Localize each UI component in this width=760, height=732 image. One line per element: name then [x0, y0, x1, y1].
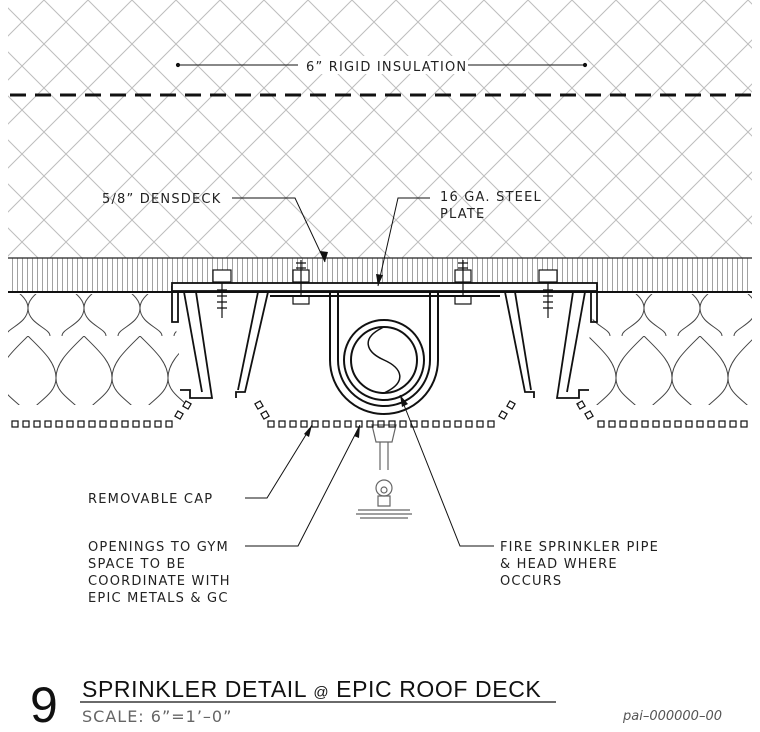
sprinkler-pipe: [343, 319, 425, 401]
cap-square: [608, 420, 616, 428]
cap-square: [300, 420, 308, 428]
cap-square: [377, 420, 385, 428]
sprinkler-channel: [270, 292, 500, 415]
cap-square: [707, 420, 715, 428]
densdeck-label: 5/8” DENSDECK: [102, 192, 221, 207]
cap-square: [66, 420, 74, 428]
cap-square: [619, 420, 627, 428]
cap-square: [696, 420, 704, 428]
cap-square: [584, 410, 594, 420]
cap-square: [55, 420, 63, 428]
openings-label-4: EPIC METALS & GC: [88, 591, 229, 606]
cap-square: [740, 420, 748, 428]
cap-square: [366, 420, 374, 428]
cap-square: [487, 420, 495, 428]
cap-square: [174, 410, 184, 420]
title-rest: EPIC ROOF DECK: [329, 676, 541, 702]
cap-square: [476, 420, 484, 428]
cap-square: [22, 420, 30, 428]
cap-square: [311, 420, 319, 428]
cap-square: [685, 420, 693, 428]
detail-title: SPRINKLER DETAIL @ EPIC ROOF DECK: [82, 676, 541, 702]
cap-square: [260, 410, 270, 420]
cap-square: [77, 420, 85, 428]
cap-square: [399, 420, 407, 428]
cap-square: [267, 420, 275, 428]
cap-square: [465, 420, 473, 428]
openings-label-2: SPACE TO BE: [88, 557, 186, 572]
openings-label-3: COORDINATE WITH: [88, 574, 231, 589]
cap-square: [443, 420, 451, 428]
cap-square: [729, 420, 737, 428]
cap-square: [388, 420, 396, 428]
steel-plate-label-2: PLATE: [440, 207, 485, 222]
cap-square: [498, 410, 508, 420]
cap-square: [254, 400, 264, 410]
cap-square: [333, 420, 341, 428]
cap-square: [322, 420, 330, 428]
cap-square: [454, 420, 462, 428]
cap-square: [165, 420, 173, 428]
cap-square: [432, 420, 440, 428]
deck-profile: [171, 286, 598, 399]
sprinkler-label-1: FIRE SPRINKLER PIPE: [500, 540, 659, 555]
title-at-symbol: @: [313, 684, 329, 701]
sprinkler-label-2: & HEAD WHERE: [500, 557, 618, 572]
cap-square: [110, 420, 118, 428]
scale-label: SCALE: 6”=1’–0”: [82, 707, 232, 726]
cap-square: [99, 420, 107, 428]
cap-square: [344, 420, 352, 428]
reference-number: pai–000000–00: [622, 709, 722, 724]
rigid-insulation-label: 6” RIGID INSULATION: [306, 60, 467, 75]
screw-fasteners: [212, 260, 558, 318]
cap-square: [506, 400, 516, 410]
removable-cap-squares: [11, 400, 748, 428]
cap-square: [718, 420, 726, 428]
cap-square: [289, 420, 297, 428]
sprinkler-head: [356, 424, 412, 519]
steel-plate-label-1: 16 GA. STEEL: [440, 190, 542, 205]
cap-square: [182, 400, 192, 410]
cap-square: [421, 420, 429, 428]
cap-square: [11, 420, 19, 428]
cap-square: [663, 420, 671, 428]
sprinkler-label-3: OCCURS: [500, 574, 562, 589]
cap-square: [132, 420, 140, 428]
cap-square: [597, 420, 605, 428]
cap-square: [44, 420, 52, 428]
cap-square: [652, 420, 660, 428]
openings-label-1: OPENINGS TO GYM: [88, 540, 229, 555]
cap-square: [154, 420, 162, 428]
rigid-insulation-hatch: [8, 0, 752, 258]
cap-square: [630, 420, 638, 428]
steel-plate: [171, 282, 598, 292]
leader-arrowheads: [304, 251, 408, 438]
detail-number: 9: [30, 677, 58, 732]
leader-lines: [175, 62, 588, 547]
cap-square: [641, 420, 649, 428]
cap-square: [33, 420, 41, 428]
cap-square: [278, 420, 286, 428]
cap-square: [88, 420, 96, 428]
label-bg: [298, 56, 468, 74]
cap-square: [121, 420, 129, 428]
batt-insulation: [8, 294, 752, 405]
cap-square: [674, 420, 682, 428]
title-main: SPRINKLER DETAIL: [82, 676, 313, 702]
cap-square: [143, 420, 151, 428]
cap-square: [576, 400, 586, 410]
removable-cap-label: REMOVABLE CAP: [88, 492, 213, 507]
